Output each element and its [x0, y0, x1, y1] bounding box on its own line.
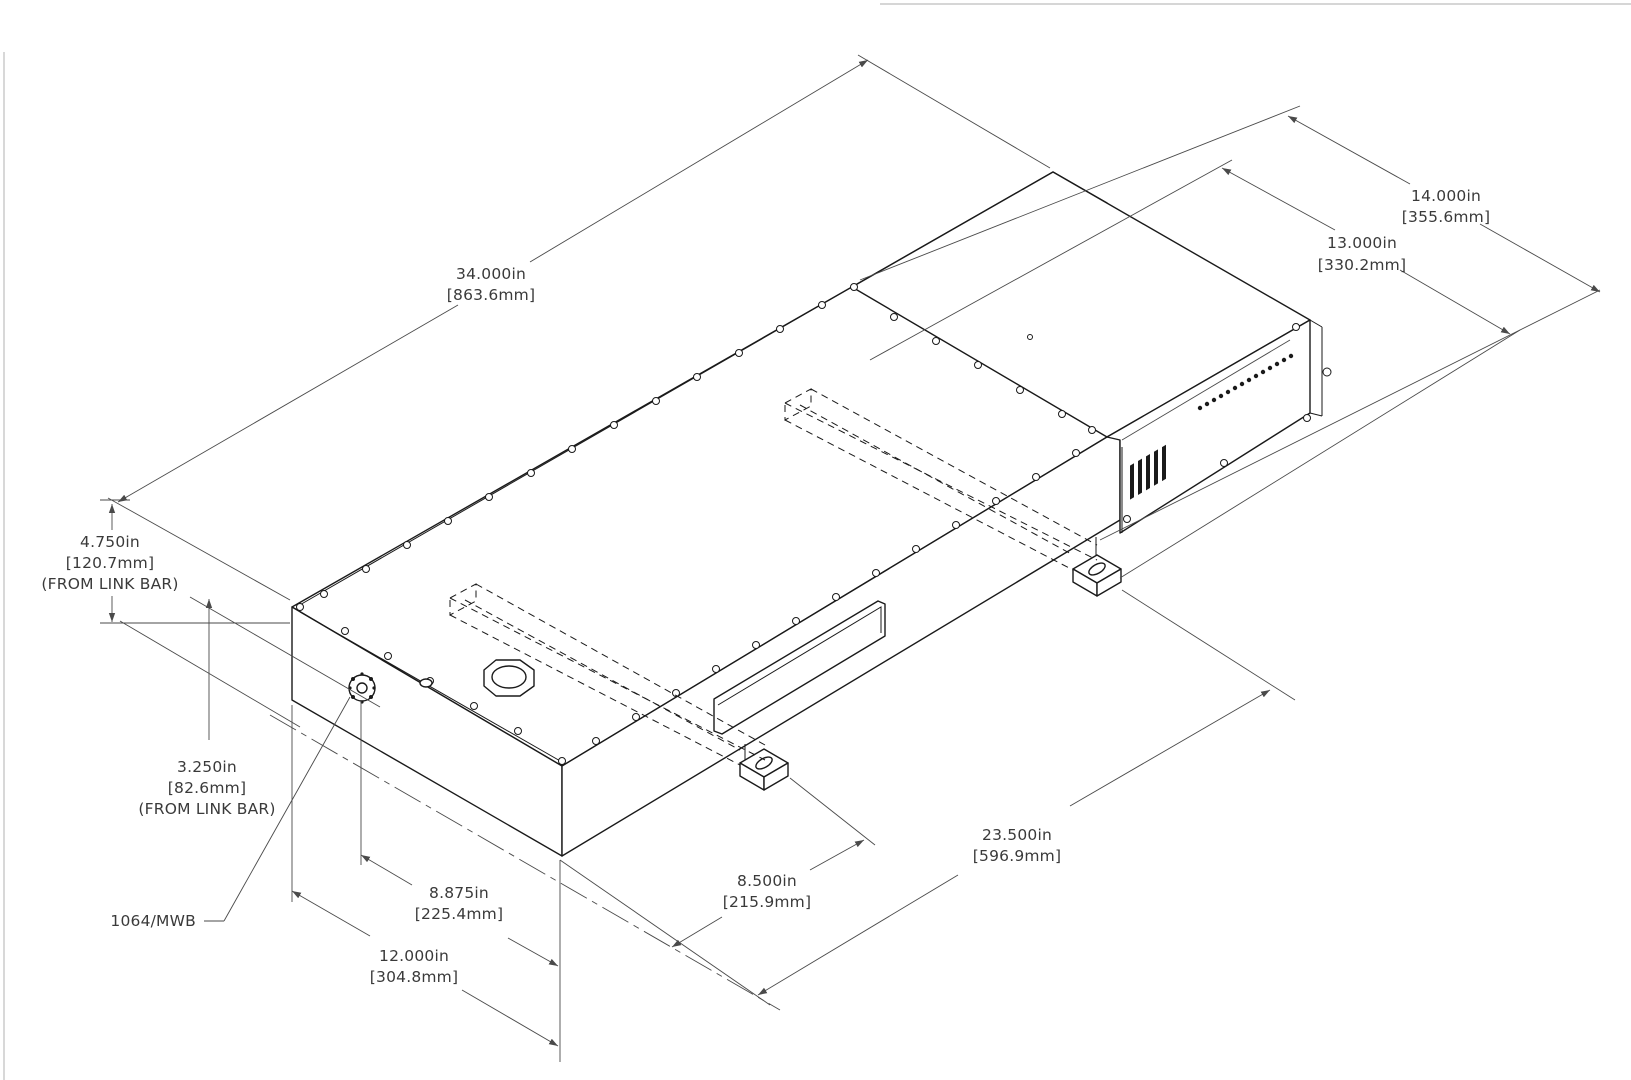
output-port-callout: 1064/MWB	[110, 912, 196, 930]
dimension-12in	[291, 705, 559, 1047]
mounting-foot-front	[739, 744, 789, 791]
dim-8500-value: 8.500in	[737, 872, 797, 890]
dim-8875-metric: [225.4mm]	[415, 905, 503, 923]
lid-bolts	[296, 283, 1096, 765]
dim-14-metric: [355.6mm]	[1402, 208, 1490, 226]
hex-connector	[483, 659, 535, 697]
dim-4750-metric: [120.7mm]	[66, 554, 154, 572]
dim-23500-value: 23.500in	[982, 826, 1052, 844]
indicator-dot-row	[1197, 353, 1294, 411]
dimension-4750in	[100, 499, 290, 624]
dimension-3250in	[119, 596, 381, 740]
dim-12-metric: [304.8mm]	[370, 968, 458, 986]
dim-13-value: 13.000in	[1327, 234, 1397, 252]
output-port	[348, 672, 376, 704]
dim-3250-metric: [82.6mm]	[168, 779, 246, 797]
laser-enclosure	[291, 171, 1332, 857]
dim-3250-note: (FROM LINK BAR)	[138, 800, 275, 818]
dim-34-value: 34.000in	[456, 265, 526, 283]
mounting-foot-rear	[1072, 537, 1122, 597]
dim-8500-metric: [215.9mm]	[723, 893, 811, 911]
dim-23500-metric: [596.9mm]	[973, 847, 1061, 865]
hidden-link-bars	[449, 388, 1098, 766]
dim-12-value: 12.000in	[379, 947, 449, 965]
dim-3250-value: 3.250in	[177, 758, 237, 776]
dim-8875-value: 8.875in	[429, 884, 489, 902]
dimension-23500in	[559, 589, 1296, 1006]
dimension-13in	[869, 159, 1521, 579]
vent-grille	[1130, 444, 1166, 500]
dimension-34in	[107, 54, 1051, 601]
dim-14-value: 14.000in	[1411, 187, 1481, 205]
center-line	[269, 714, 781, 1011]
output-port-leader	[204, 696, 351, 922]
dim-13-metric: [330.2mm]	[1318, 256, 1406, 274]
side-window	[713, 600, 886, 735]
dim-34-metric: [863.6mm]	[447, 286, 535, 304]
dimension-8500in	[671, 777, 876, 948]
drawing-border	[3, 3, 1631, 1080]
dimension-8875in	[360, 700, 561, 1062]
dim-4750-note: (FROM LINK BAR)	[41, 575, 178, 593]
dim-4750-value: 4.750in	[80, 533, 140, 551]
